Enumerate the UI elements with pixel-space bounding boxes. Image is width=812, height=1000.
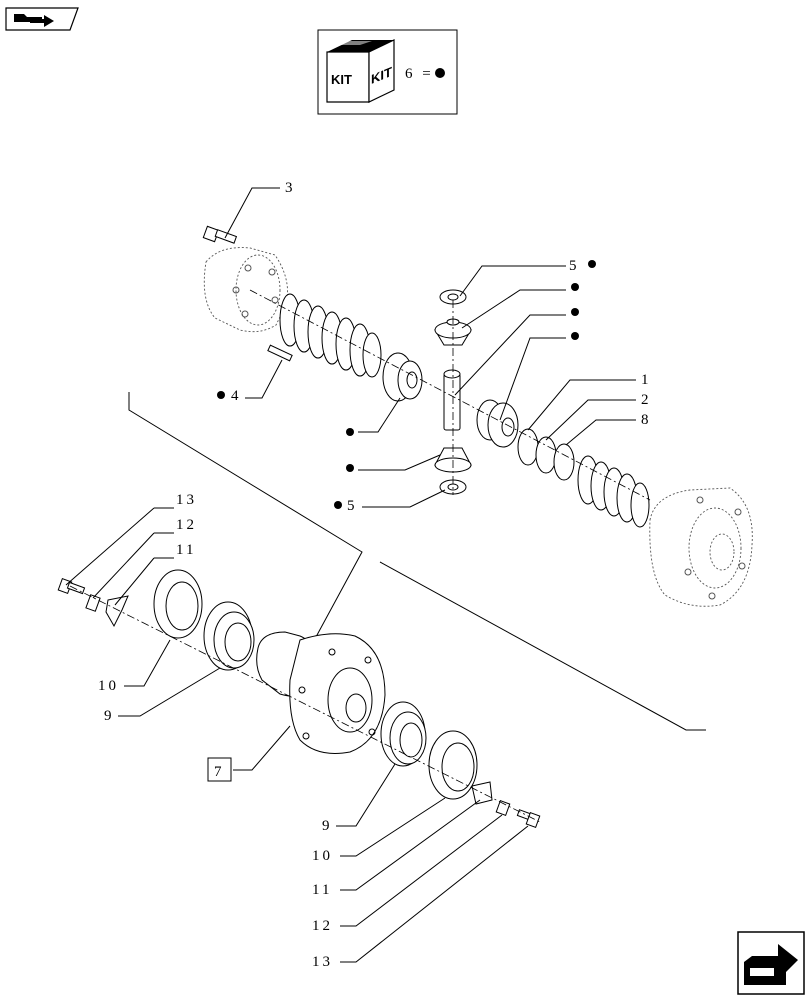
lock-plate-12-left [85,594,101,612]
callout-5-top-dot [588,260,596,268]
bolt-13-right [516,809,541,828]
housing-half-left [203,247,289,333]
folder-arrow-icon[interactable] [5,7,79,31]
callout-7: 7 [214,764,225,780]
side-gear-right-dot [571,332,579,340]
leader-side-gear-right [499,337,566,421]
callout-5-top: 5 [569,258,580,274]
leader-side-gear-left [358,397,401,433]
spider-shaft-dot [571,308,579,316]
callout-13-right: 13 [312,954,333,970]
section-boundary-right [379,561,706,731]
leader-8 [565,419,636,446]
callout-13-left: 13 [176,492,197,508]
side-gear-left-dot [346,428,354,436]
ring-nut-10-left [153,569,203,639]
kit-text-left: KIT [331,72,352,87]
side-gear-right [476,399,519,448]
side-gear-left [382,352,423,402]
callout-1: 1 [641,372,652,388]
bearing-9-left [203,601,255,671]
leader-13-left [65,507,174,586]
callout-7-box [207,757,232,782]
leader-7 [233,725,291,771]
pinion-top-dot [571,283,579,291]
leader-pinion-bottom [358,454,441,471]
differential-case-7 [256,631,386,754]
section-boundary-left [128,392,363,649]
leader-10-left [124,639,171,687]
callout-5-bottom: 5 [347,498,358,514]
next-page-arrow-icon[interactable] [737,931,805,995]
leader-13-right [340,825,529,963]
callout-12-left: 12 [176,517,197,533]
leader-1 [527,379,636,431]
leader-2 [545,399,636,441]
lower-axis-line [69,585,541,823]
leader-5-bottom [362,489,446,508]
callout-3: 3 [285,180,296,196]
bearing-9-right [380,701,427,767]
leader-4 [245,359,283,399]
kit-box-icon: KIT KIT [326,39,395,103]
clutch-disc-pack-right [577,455,650,528]
callout-11-right: 11 [312,882,332,898]
washer-top-5 [439,289,467,305]
housing-half-right [649,487,753,607]
leader-9-left [118,667,221,717]
callout-4: 4 [231,388,242,404]
clip-11-left [105,595,129,628]
leader-5-top [459,265,566,297]
leader-12-right [340,814,503,927]
callout-12-right: 12 [312,918,333,934]
upper-axis-line [249,289,651,501]
bolt-3 [202,225,238,244]
pinion-bottom-dot [346,464,354,472]
kit-equation: 6 = [405,66,434,82]
callout-11-left: 11 [176,542,196,558]
leader-spider-shaft [454,314,566,396]
callout-10-left: 10 [98,678,119,694]
leader-9-right [336,763,396,827]
callout-9-left: 9 [104,708,115,724]
leader-pinion-top [461,289,566,329]
ring-nut-10-right [428,730,478,800]
leader-3 [224,187,280,239]
pin-4 [267,344,293,362]
callout-9-right: 9 [322,818,333,834]
lock-plate-12-right [495,800,511,816]
leader-12-left [92,532,174,599]
leader-10-right [340,797,446,857]
callout-8: 8 [641,412,652,428]
clip-11-right [471,781,493,805]
callout-2: 2 [641,392,652,408]
thrust-washers-1-2-8 [517,428,575,481]
kit-legend: KIT KIT 6 = [317,29,458,115]
callout-5-bottom-dot [334,501,342,509]
clutch-disc-pack-left [279,293,382,378]
callout-4-dot [217,391,225,399]
spider-shaft [443,369,461,431]
kit-dot [435,68,445,78]
leader-11-left [114,557,174,606]
leader-11-right [340,799,481,891]
callout-10-right: 10 [312,848,333,864]
